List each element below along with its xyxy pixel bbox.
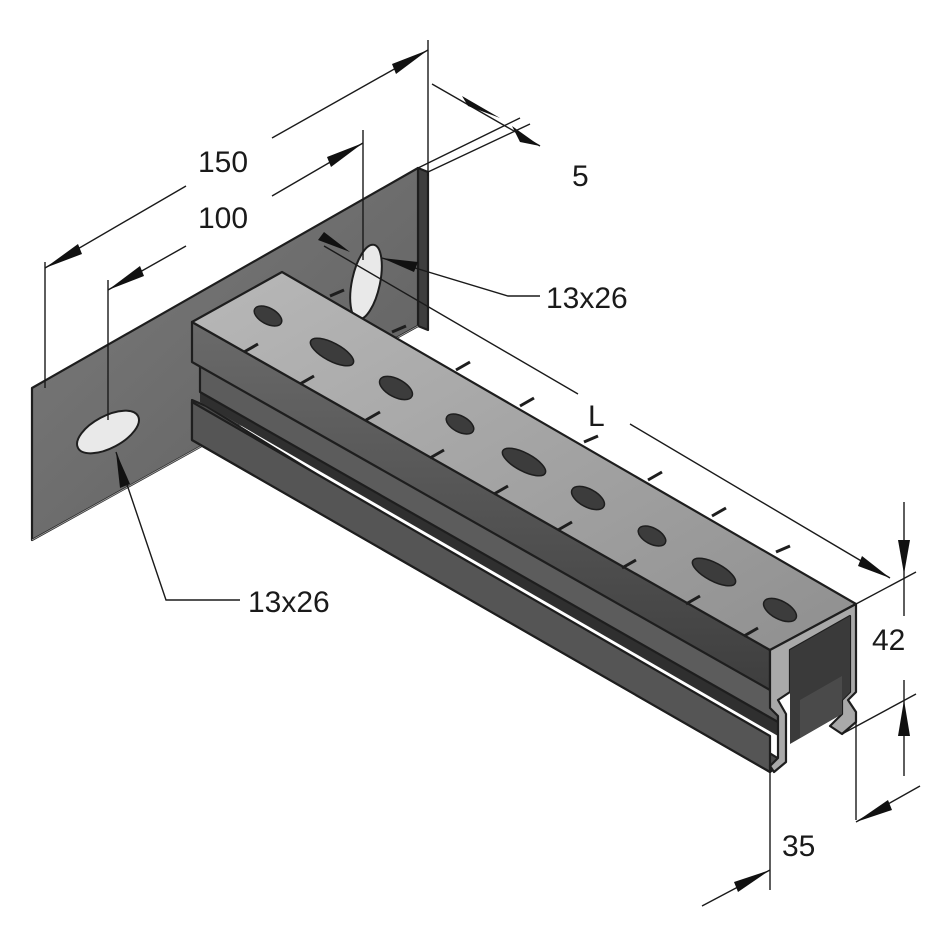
dim-label-length: L (588, 400, 605, 433)
dim-label-slot-bottom: 13x26 (248, 586, 330, 619)
dim-label-100: 100 (198, 202, 248, 235)
dim-label-35: 35 (782, 830, 815, 863)
dimension-labels: 150 100 5 13x26 13x26 L 42 35 (198, 146, 905, 863)
dimension-lines (44, 40, 921, 907)
dim-label-slot-top: 13x26 (546, 282, 628, 315)
dim-label-5: 5 (572, 160, 589, 193)
dim-label-150: 150 (198, 146, 248, 179)
channel-rail (190, 270, 858, 774)
dim-label-42: 42 (872, 624, 905, 657)
lower-slot (76, 409, 140, 455)
rail-hole-pattern (253, 305, 798, 623)
